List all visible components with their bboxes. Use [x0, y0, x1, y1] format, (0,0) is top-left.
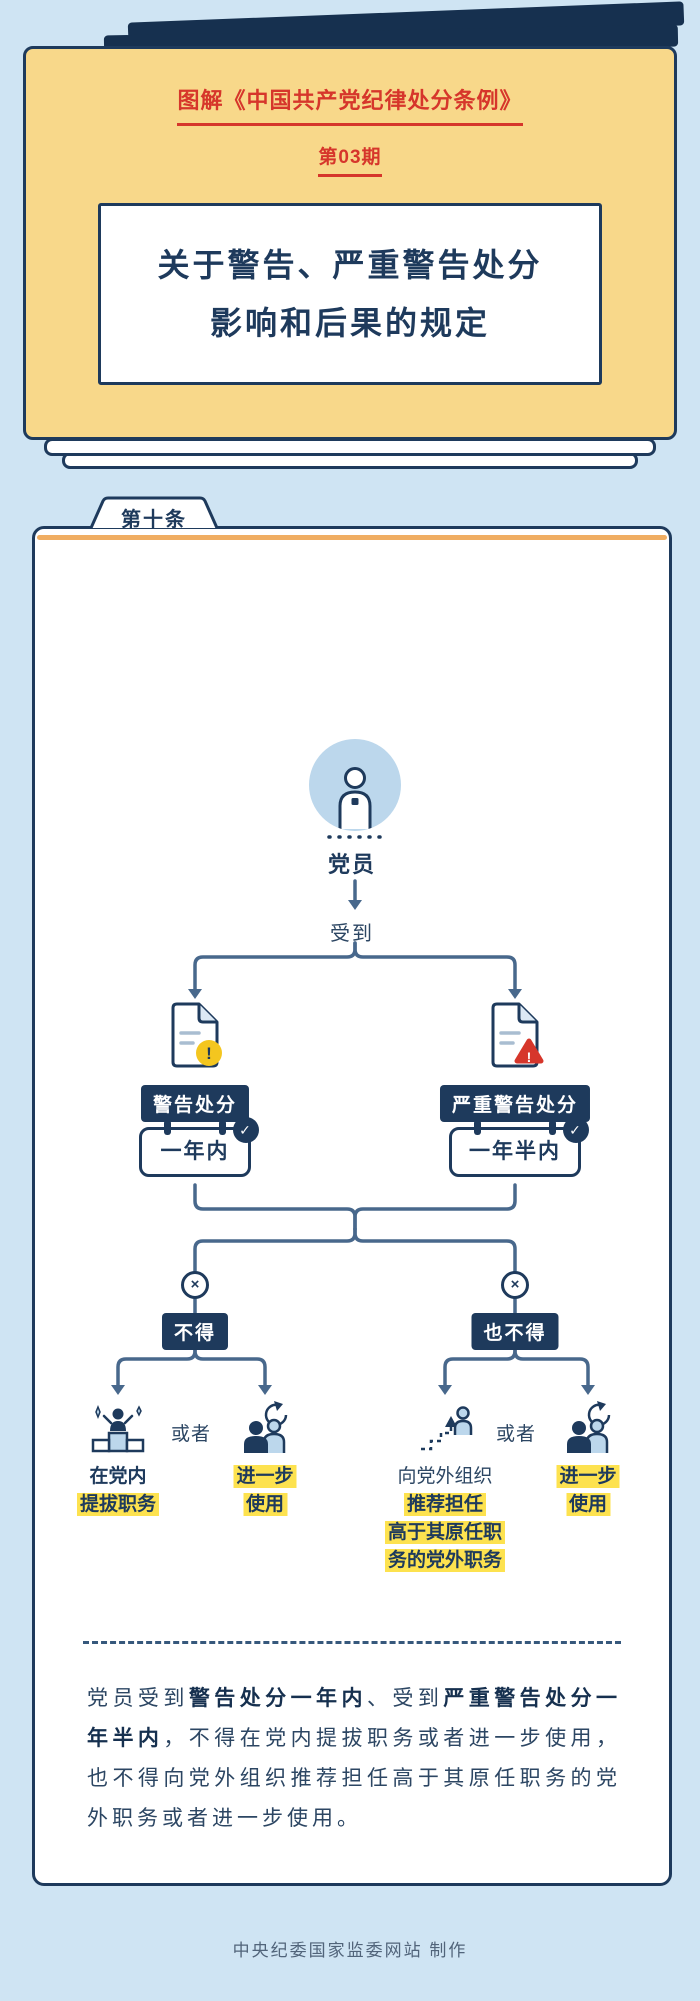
option-line: 使用	[233, 1491, 296, 1519]
tab-label: 第十条	[121, 509, 187, 531]
calendar-nub-icon	[164, 1120, 171, 1135]
article-tab: 第十条	[89, 495, 219, 531]
cover-title-line-2: 影响和后果的规定	[209, 305, 490, 341]
one-year-label: 一年内	[160, 1140, 230, 1163]
issue-row: 第03期	[26, 126, 674, 177]
calendar-nub-icon	[474, 1120, 481, 1135]
one-and-half-year-calendar: ✓ 一年半内	[449, 1117, 589, 1177]
option-line: 在党内	[89, 1466, 147, 1487]
tab-shape	[89, 496, 219, 528]
dashed-divider	[83, 1641, 621, 1644]
severe-warning-document-icon: !	[485, 1001, 545, 1076]
option-line: 提拔职务	[76, 1491, 160, 1519]
party-member-avatar	[309, 739, 401, 831]
or-label: 或者	[170, 1424, 212, 1445]
cover-card: 图解《中国共产党纪律处分条例》 第03期 关于警告、严重警告处分 影响和后果的规…	[23, 46, 677, 440]
check-icon: ✓	[563, 1117, 589, 1143]
option-line: 使用	[556, 1491, 619, 1519]
subject-label: 党员	[327, 852, 376, 877]
exclamation-icon: !	[527, 1049, 532, 1065]
warning-document-icon: !	[165, 1001, 225, 1076]
stairs-recommend-icon	[416, 1401, 474, 1460]
warning-sanction-badge: 警告处分	[140, 1085, 250, 1122]
cross-circle-icon: ×	[501, 1271, 529, 1299]
cover-title-line-1: 关于警告、严重警告处分	[157, 247, 543, 283]
series-title-row: 图解《中国共产党纪律处分条例》	[26, 49, 674, 126]
footer-credit: 中央纪委国家监委网站 制作	[232, 1941, 468, 1960]
one-and-half-year-label: 一年半内	[469, 1140, 561, 1163]
option-line: 推荐担任	[385, 1491, 505, 1519]
option-further-use-left: 进一步 使用	[233, 1463, 297, 1519]
article-card: 党员 受到 ! ! 警告处分 严重警告处分	[32, 526, 672, 1886]
cross-circle-icon: ×	[181, 1271, 209, 1299]
also-prohibit-badge: 也不得	[471, 1313, 559, 1350]
or-label: 或者	[495, 1424, 537, 1445]
option-line: 进一步	[556, 1463, 620, 1491]
further-use-people-icon	[236, 1401, 294, 1460]
option-line: 务的党外职务	[384, 1547, 506, 1575]
series-title: 图解《中国共产党纪律处分条例》	[177, 83, 523, 126]
prohibit-badge: 不得	[161, 1313, 229, 1350]
further-use-people-icon	[559, 1401, 617, 1460]
option-line: 向党外组织	[397, 1466, 493, 1487]
severe-warning-sanction-badge: 严重警告处分	[439, 1085, 591, 1122]
accent-stripe	[37, 535, 667, 540]
exclamation-icon: !	[206, 1044, 212, 1063]
cover-title-box: 关于警告、严重警告处分 影响和后果的规定	[98, 203, 602, 385]
issue-label: 第03期	[318, 142, 382, 177]
calendar-nub-icon	[549, 1120, 556, 1135]
option-line: 进一步	[233, 1463, 297, 1491]
calendar-nub-icon	[219, 1120, 226, 1135]
page-strip-front	[44, 438, 656, 456]
option-further-use-right: 进一步 使用	[556, 1463, 620, 1519]
flowchart-connectors	[111, 835, 595, 1395]
check-icon: ✓	[233, 1117, 259, 1143]
person-icon	[338, 767, 372, 829]
option-promote-in-party: 在党内 提拔职务	[76, 1463, 160, 1519]
promotion-podium-icon	[89, 1401, 147, 1460]
option-recommend-external: 向党外组织 推荐担任 高于其原任职 务的党外职务	[384, 1463, 506, 1575]
receive-label: 受到	[330, 923, 374, 945]
option-line: 高于其原任职	[384, 1519, 506, 1547]
one-year-calendar: ✓ 一年内	[139, 1117, 259, 1177]
summary-paragraph: 党员受到警告处分一年内、受到严重警告处分一年半内，不得在党内提拔职务或者进一步使…	[87, 1687, 622, 1830]
